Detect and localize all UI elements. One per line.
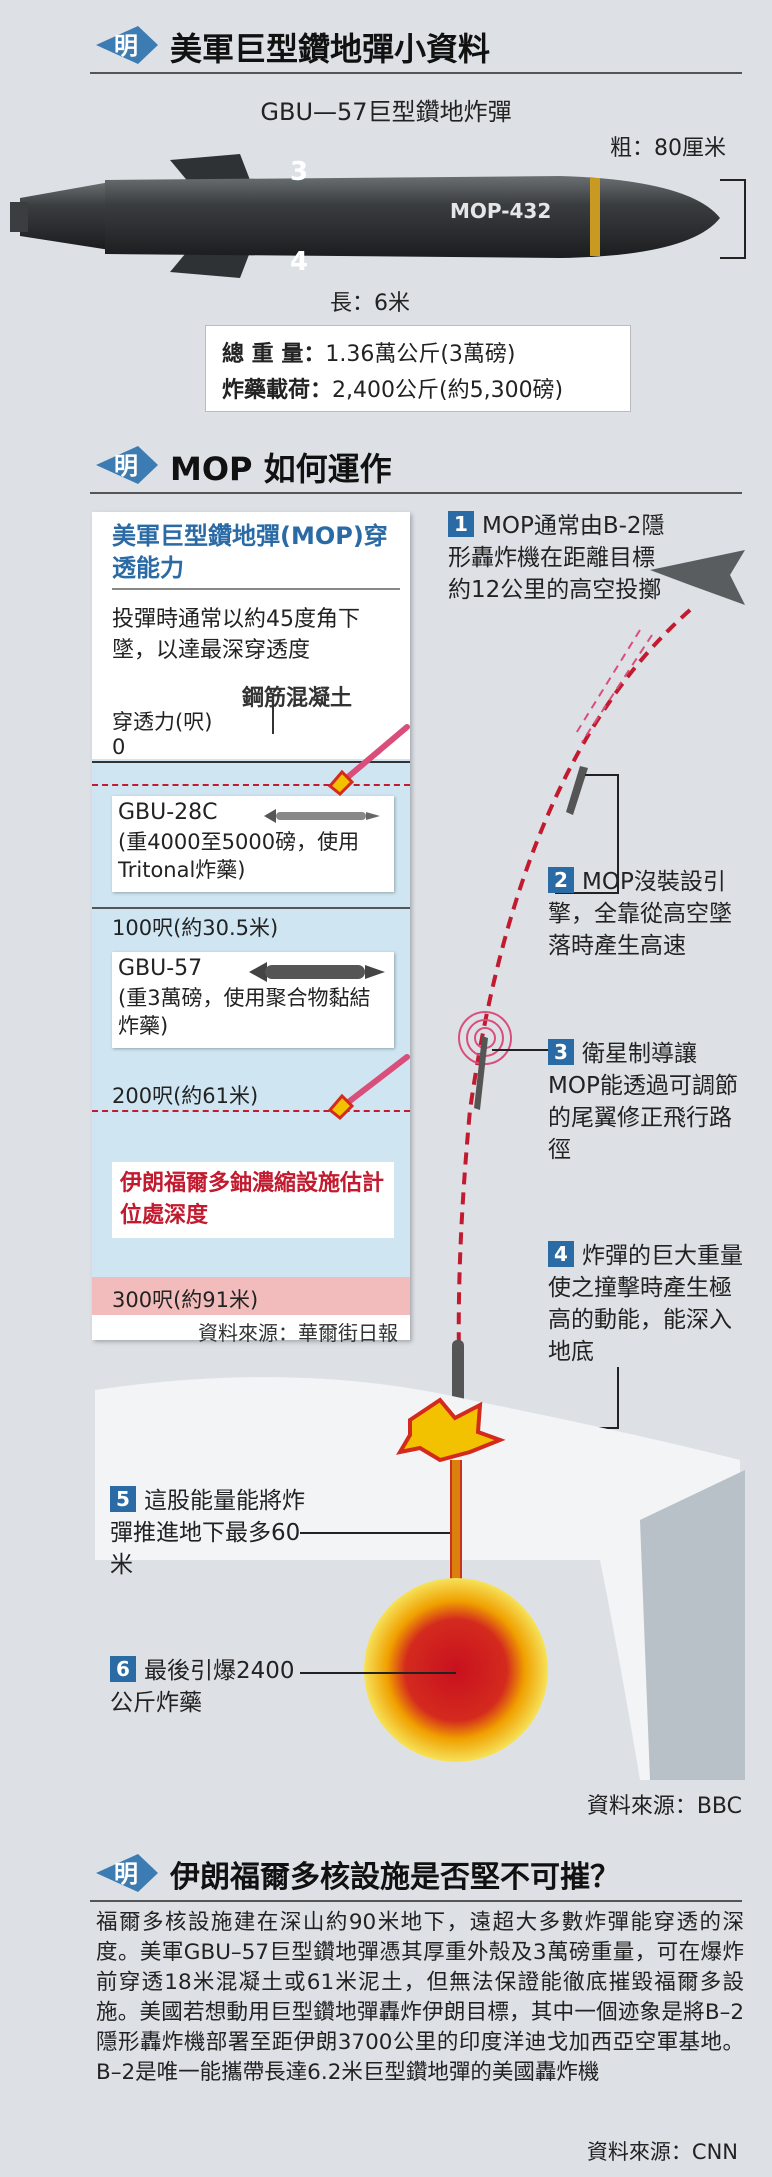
fin-number-4: 4 [290,247,308,277]
penetration-panel: 美軍巨型鑽地彈(MOP)穿透能力 投彈時通常以約45度角下墜，以達最深穿透度 鋼… [92,512,410,1345]
weight-label: 總 重 量： [222,342,326,367]
svg-text:明: 明 [114,32,138,60]
panel-intro: 投彈時通常以約45度角下墜，以達最深穿透度 [112,607,360,663]
gbu57-impact-icon [327,1054,410,1121]
detonation-sphere [364,1578,548,1762]
impact-explosion-icon [396,1397,506,1463]
depth-200: 200呎(約61米) [112,1084,259,1108]
gbu28-desc: (重4000至5000磅，使用Tritonal炸藥) [118,830,360,882]
section-title: 伊朗福爾多核設施是否堅不可摧？ [170,1860,620,1895]
svg-text:明: 明 [114,452,138,480]
section-title: 美軍巨型鑽地彈小資料 [170,30,491,68]
weight-value: 1.36萬公斤(3萬磅) [325,342,516,367]
section-title: MOP 如何運作 [170,450,392,488]
bomb-name: GBU—57巨型鑽地炸彈 [260,98,512,126]
cnn-source: 資料來源：CNN [586,2140,738,2164]
divider [90,1900,742,1902]
gbu28-name: GBU-28C [118,800,218,825]
trajectory-diagram [452,550,745,1429]
satellite-signal-icon [458,1011,512,1110]
ming-logo: 明 [92,20,158,66]
iran-depth-band [92,1277,410,1315]
b2-bomber-icon [650,550,745,605]
impact-bomb-icon [452,1340,464,1405]
iran-note-card: 伊朗福爾多鈾濃縮設施估計位處深度 [112,1162,394,1238]
length-label: 長：6米 [330,291,410,316]
gbu57-bomb-icon [249,962,385,982]
gbu57-card: GBU-57 (重3萬磅，使用聚合物黏結炸藥) [112,952,394,1048]
payload-value: 2,400公斤(約5,300磅) [332,378,564,403]
mountain-ground [95,1377,745,1780]
depth-axis-label: 穿透力(呎) [112,710,213,734]
svg-text:明: 明 [114,1860,138,1888]
iran-note: 伊朗福爾多鈾濃縮設施估計位處深度 [120,1171,385,1228]
depth-100: 100呎(約30.5米) [112,916,279,940]
bomb-marking: MOP-432 [450,199,551,223]
concrete-label: 鋼筋混凝土 [242,686,353,711]
panel-source: 資料來源：華爾街日報 [198,1321,398,1345]
gbu57-bomb-illustration: 3 4 MOP-432 [10,154,746,278]
divider [90,72,742,74]
panel-title: 美軍巨型鑽地彈(MOP)穿透能力 [112,522,388,582]
analysis-body: 福爾多核設施建在深山約90米地下，遠超大多數炸彈能穿透的深度。美軍GBU–57巨… [96,1910,744,2085]
gbu28-impact-icon [327,724,410,797]
gbu28-card: GBU-28C (重4000至5000磅，使用Tritonal炸藥) [112,796,394,892]
depth-0: 0 [112,735,126,759]
ming-logo: 明 [92,440,158,486]
divider [90,492,742,494]
weight-box: 總 重 量：1.36萬公斤(3萬磅) 炸藥載荷：2,400公斤(約5,300磅) [205,325,631,412]
gbu28-bomb-icon [264,809,380,823]
fin-number-3: 3 [290,157,308,187]
bbc-source: 資料來源：BBC [586,1794,742,1819]
gbu57-desc: (重3萬磅，使用聚合物黏結炸藥) [118,986,371,1038]
payload-label: 炸藥載荷： [222,378,333,403]
diameter-label: 粗：80厘米 [610,136,726,161]
gbu57-name: GBU-57 [118,956,203,981]
ming-logo: 明 [92,1848,158,1894]
falling-bomb-icon [566,766,588,815]
depth-300: 300呎(約91米) [112,1288,259,1312]
